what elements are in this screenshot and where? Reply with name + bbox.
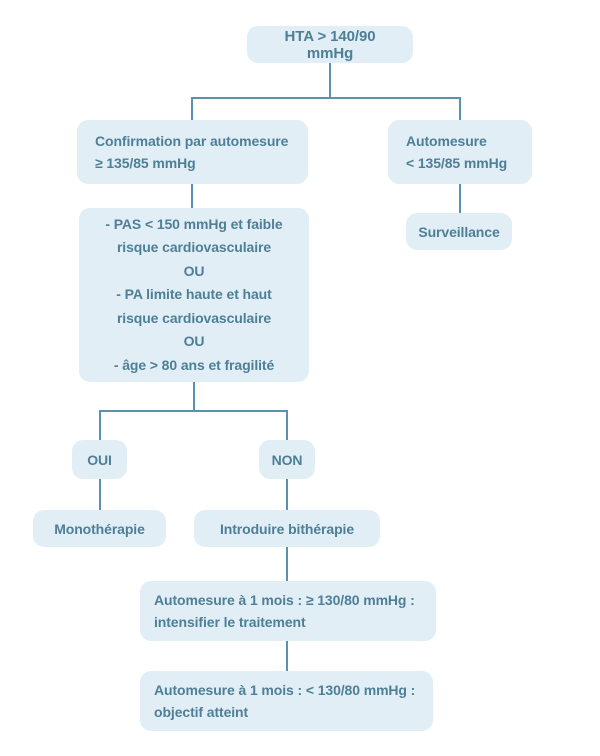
connector-to-confirmation — [191, 97, 193, 120]
connector-confirmation-to-criteria — [191, 184, 193, 208]
node-bitherapie-label: Introduire bithérapie — [219, 520, 355, 537]
connector-to-automesure-inf — [459, 97, 461, 120]
node-oui-label: OUI — [87, 451, 112, 468]
node-objectif[interactable]: Automesure à 1 mois : < 130/80 mmHg : ob… — [140, 671, 433, 731]
node-confirmation-label: Confirmation par automesure ≥ 135/85 mmH… — [95, 133, 289, 171]
node-confirmation[interactable]: Confirmation par automesure ≥ 135/85 mmH… — [77, 120, 308, 184]
node-automesure-inferieur-label: Automesure < 135/85 mmHg — [406, 133, 508, 171]
node-intensifier-label: Automesure à 1 mois : ≥ 130/80 mmHg : in… — [154, 592, 415, 630]
node-non[interactable]: NON — [259, 440, 315, 479]
connector-split-level1 — [191, 97, 461, 99]
node-hta-label: HTA > 140/90 mmHg — [284, 27, 376, 62]
connector-oui-to-monotherapie — [99, 479, 101, 510]
node-surveillance[interactable]: Surveillance — [406, 213, 512, 250]
node-surveillance-label: Surveillance — [418, 223, 500, 240]
connector-to-non — [286, 410, 288, 440]
connector-to-oui — [99, 410, 101, 440]
connector-automesure-to-surveillance — [459, 184, 461, 213]
node-monotherapie-label: Monothérapie — [54, 520, 145, 537]
node-bitherapie[interactable]: Introduire bithérapie — [194, 510, 380, 547]
node-oui[interactable]: OUI — [72, 440, 127, 479]
connector-bitherapie-to-intensifier — [286, 547, 288, 581]
connector-non-to-bitherapie — [286, 479, 288, 510]
connector-hta-stem — [329, 62, 331, 98]
node-non-label: NON — [271, 451, 303, 468]
node-criteria[interactable]: - PAS < 150 mmHg et faible risque cardio… — [79, 208, 309, 382]
node-hta[interactable]: HTA > 140/90 mmHg — [247, 26, 413, 63]
node-intensifier[interactable]: Automesure à 1 mois : ≥ 130/80 mmHg : in… — [140, 581, 436, 641]
node-automesure-inferieur[interactable]: Automesure < 135/85 mmHg — [388, 120, 532, 184]
connector-split-oui-non — [99, 410, 288, 412]
node-criteria-label: - PAS < 150 mmHg et faible risque cardio… — [105, 215, 283, 373]
connector-criteria-stem — [193, 382, 195, 411]
connector-intensifier-to-objectif — [286, 641, 288, 671]
node-monotherapie[interactable]: Monothérapie — [33, 510, 166, 547]
node-objectif-label: Automesure à 1 mois : < 130/80 mmHg : ob… — [154, 682, 416, 720]
